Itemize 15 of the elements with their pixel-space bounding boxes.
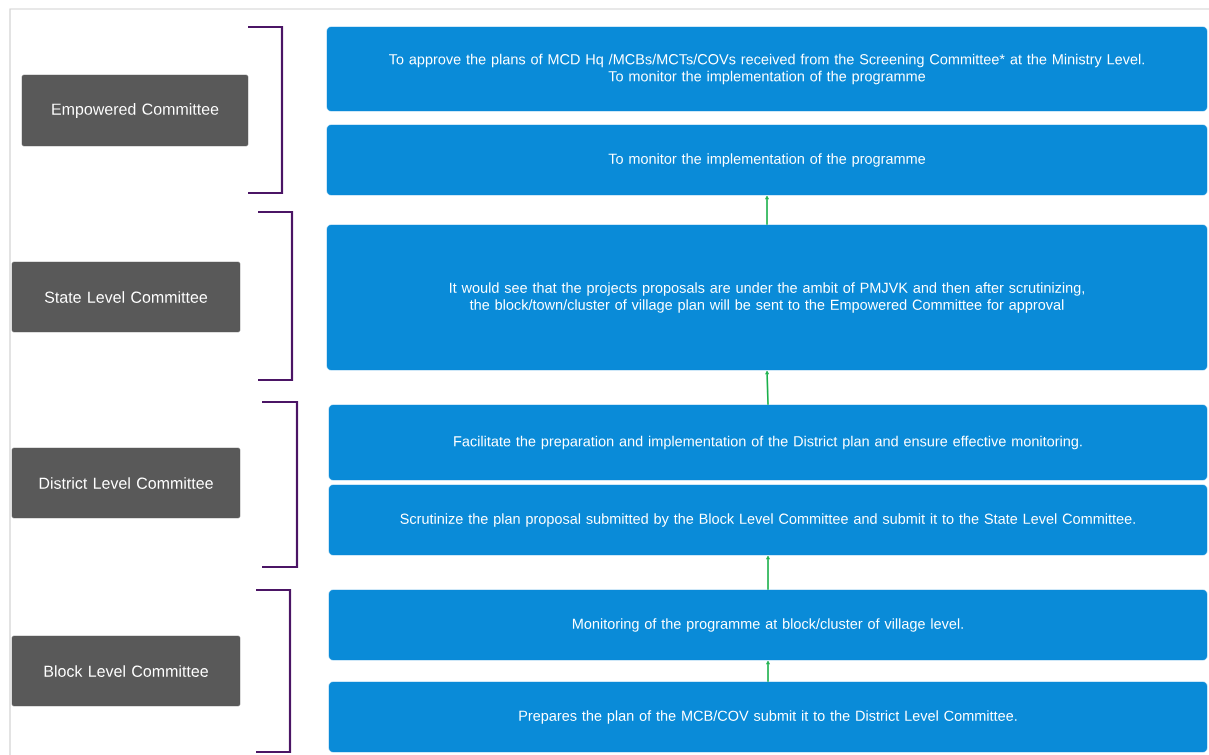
task-box: To approve the plans of MCD Hq /MCBs/MCTs/COVs received from the Screening Committee* at the Ministry Level. To monitor the implementation of the programme <box>326 26 1208 112</box>
arrow <box>766 555 770 591</box>
arrow <box>765 370 769 406</box>
task-box: Facilitate the preparation and implementation of the District plan and ensure effective monitoring. <box>328 404 1208 481</box>
committee-box: Empowered Committee <box>21 74 249 147</box>
task-box: It would see that the projects proposals are under the ambit of PMJVK and then after scrutinizing, the block/town/cluster of village plan will be sent to the Empowered Committee for approval <box>326 224 1208 371</box>
task-box: To monitor the implementation of the programme <box>326 124 1208 196</box>
task-box: Scrutinize the plan proposal submitted by the Block Level Committee and submit it to the State Level Committee. <box>328 484 1208 556</box>
committee-box: Block Level Committee <box>11 635 241 707</box>
task-box: Prepares the plan of the MCB/COV submit it to the District Level Committee. <box>328 681 1208 753</box>
committee-box: State Level Committee <box>11 261 241 333</box>
task-box: Monitoring of the programme at block/cluster of village level. <box>328 589 1208 661</box>
arrow <box>765 195 769 226</box>
arrow <box>766 660 770 683</box>
committee-box: District Level Committee <box>11 447 241 519</box>
